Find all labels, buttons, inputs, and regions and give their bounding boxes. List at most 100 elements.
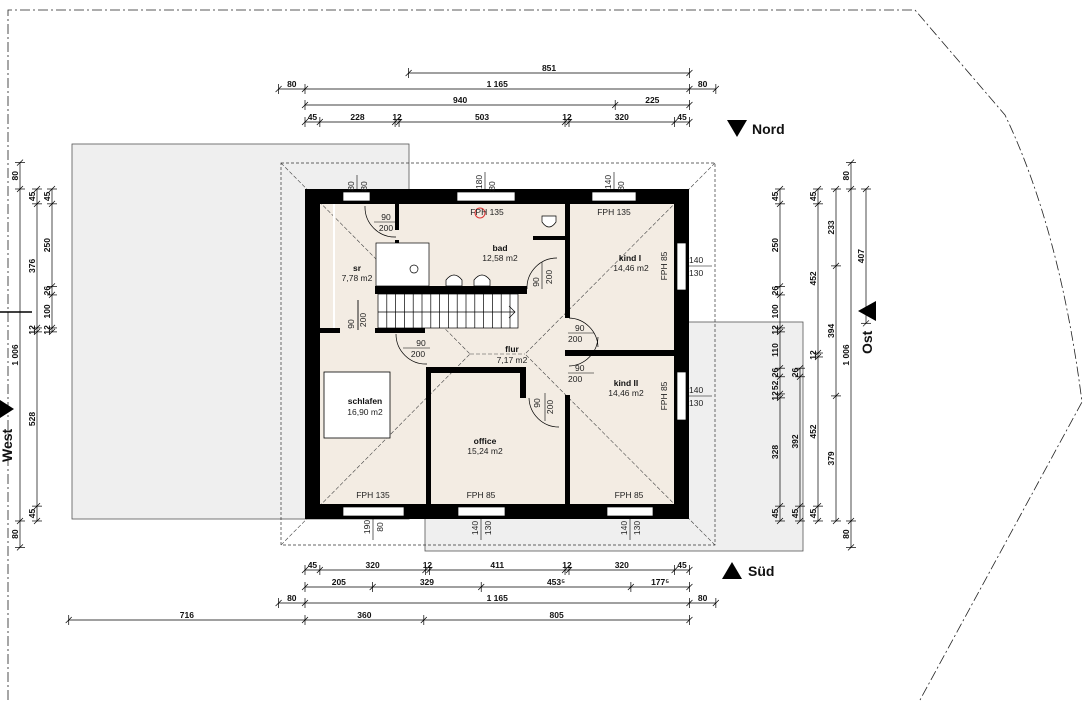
dimension-tick bbox=[776, 291, 784, 299]
west-arrow-icon bbox=[0, 400, 14, 418]
dimension-tick bbox=[832, 262, 840, 270]
dimension-tick bbox=[814, 185, 822, 193]
dimension-tick bbox=[33, 200, 41, 208]
dimension-tick bbox=[686, 69, 693, 77]
dimension-tick bbox=[776, 394, 784, 402]
room-area: 16,90 m2 bbox=[347, 407, 383, 417]
dimension-value: 45 bbox=[27, 191, 37, 201]
dimension-value: 394 bbox=[826, 324, 836, 338]
dimension-value: 329 bbox=[420, 577, 434, 587]
dimension-value: 411 bbox=[490, 560, 504, 570]
dimension-value: 80 bbox=[10, 171, 20, 181]
dimension-value: 26 bbox=[42, 286, 52, 296]
svg-text:200: 200 bbox=[568, 374, 582, 384]
dimension-tick bbox=[33, 517, 41, 525]
dimension-tick bbox=[686, 118, 693, 126]
roof-outline bbox=[280, 162, 716, 546]
dimension-tick bbox=[832, 185, 840, 193]
dimension-value: 1 006 bbox=[841, 344, 851, 366]
compass-west: West bbox=[0, 400, 15, 462]
dimension-tick bbox=[33, 324, 41, 332]
toilet-icon bbox=[541, 215, 557, 228]
svg-text:200: 200 bbox=[411, 349, 425, 359]
dimension-value: 376 bbox=[27, 259, 37, 273]
svg-text:200: 200 bbox=[358, 313, 368, 327]
dimension-value: 45 bbox=[27, 509, 37, 519]
dimension-tick bbox=[686, 566, 693, 574]
dimension-tick bbox=[862, 185, 870, 193]
dimension-tick bbox=[395, 118, 403, 126]
dimension-tick bbox=[48, 324, 56, 332]
dimension-tick bbox=[686, 599, 693, 607]
dimension-value: 320 bbox=[615, 112, 629, 122]
svg-text:Nord: Nord bbox=[752, 121, 785, 137]
dimension-tick bbox=[776, 502, 784, 510]
dimension-value: 80 bbox=[287, 593, 297, 603]
svg-text:Ost: Ost bbox=[859, 330, 875, 354]
dimension-tick bbox=[796, 517, 804, 525]
svg-text:90: 90 bbox=[346, 319, 356, 329]
compass-south: Süd bbox=[722, 562, 774, 579]
dimension-value: 320 bbox=[366, 560, 380, 570]
room-area: 12,58 m2 bbox=[482, 253, 518, 263]
dimension-tick bbox=[301, 101, 309, 109]
dimension-value: 26 bbox=[770, 286, 780, 296]
dimension-tick bbox=[776, 283, 784, 290]
dimension-tick bbox=[686, 101, 693, 109]
dimension-tick bbox=[712, 599, 720, 607]
dimension-chain: 80 1 006 80 bbox=[10, 159, 25, 551]
room-area: 7,17 m2 bbox=[497, 355, 528, 365]
dimension-tick bbox=[422, 566, 429, 574]
dimension-tick bbox=[561, 566, 569, 574]
dimension-value: 250 bbox=[770, 238, 780, 252]
dimension-value: 12 bbox=[770, 325, 780, 335]
dimension-tick bbox=[832, 517, 840, 525]
dimension-value: 177⁵ bbox=[651, 577, 669, 587]
dimension-value: 45 bbox=[677, 112, 687, 122]
dimension-tick bbox=[814, 353, 822, 361]
svg-text:200: 200 bbox=[544, 270, 554, 284]
dimension-tick bbox=[796, 364, 804, 372]
dimension-value: 12 bbox=[808, 350, 818, 360]
room-area: 14,46 m2 bbox=[608, 388, 644, 398]
dimension-tick bbox=[712, 85, 720, 93]
dimension-value: 110 bbox=[770, 343, 780, 357]
dimension-value: 80 bbox=[10, 529, 20, 539]
dimension-tick bbox=[561, 118, 569, 126]
dimension-tick bbox=[796, 502, 804, 510]
dimension-tick bbox=[48, 283, 56, 290]
dimension-tick bbox=[477, 583, 485, 591]
dimension-value: 12 bbox=[27, 325, 37, 335]
dimension-value: 1 006 bbox=[10, 344, 20, 366]
dimension-value: 503 bbox=[475, 112, 489, 122]
dimension-tick bbox=[776, 185, 784, 193]
shower-drain-icon bbox=[409, 264, 419, 274]
dimension-tick bbox=[391, 118, 399, 126]
svg-text:West: West bbox=[0, 428, 15, 462]
dimension-tick bbox=[776, 373, 784, 381]
dimension-tick bbox=[847, 185, 855, 193]
dimension-value: 225 bbox=[645, 95, 659, 105]
dimension-tick bbox=[48, 291, 56, 299]
dimension-tick bbox=[33, 328, 41, 336]
dimension-tick bbox=[847, 159, 855, 166]
dimension-value: 26 bbox=[790, 367, 800, 377]
svg-text:90: 90 bbox=[531, 277, 541, 287]
svg-text:80: 80 bbox=[487, 181, 497, 191]
dimension-tick bbox=[405, 69, 412, 77]
dimension-value: 12 bbox=[423, 560, 433, 570]
dimension-value: 452 bbox=[808, 424, 818, 438]
dimension-value: 250 bbox=[42, 238, 52, 252]
interior-walls bbox=[320, 204, 674, 504]
dimension-tick bbox=[316, 566, 324, 574]
dimension-tick bbox=[565, 118, 573, 126]
dimension-tick bbox=[48, 328, 56, 336]
svg-text:200: 200 bbox=[379, 223, 393, 233]
dimension-value: 45 bbox=[808, 509, 818, 519]
parapet-label: FPH 85 bbox=[659, 251, 669, 280]
dimension-value: 320 bbox=[615, 560, 629, 570]
dimension-tick bbox=[796, 373, 804, 381]
wardrobe bbox=[323, 371, 391, 439]
